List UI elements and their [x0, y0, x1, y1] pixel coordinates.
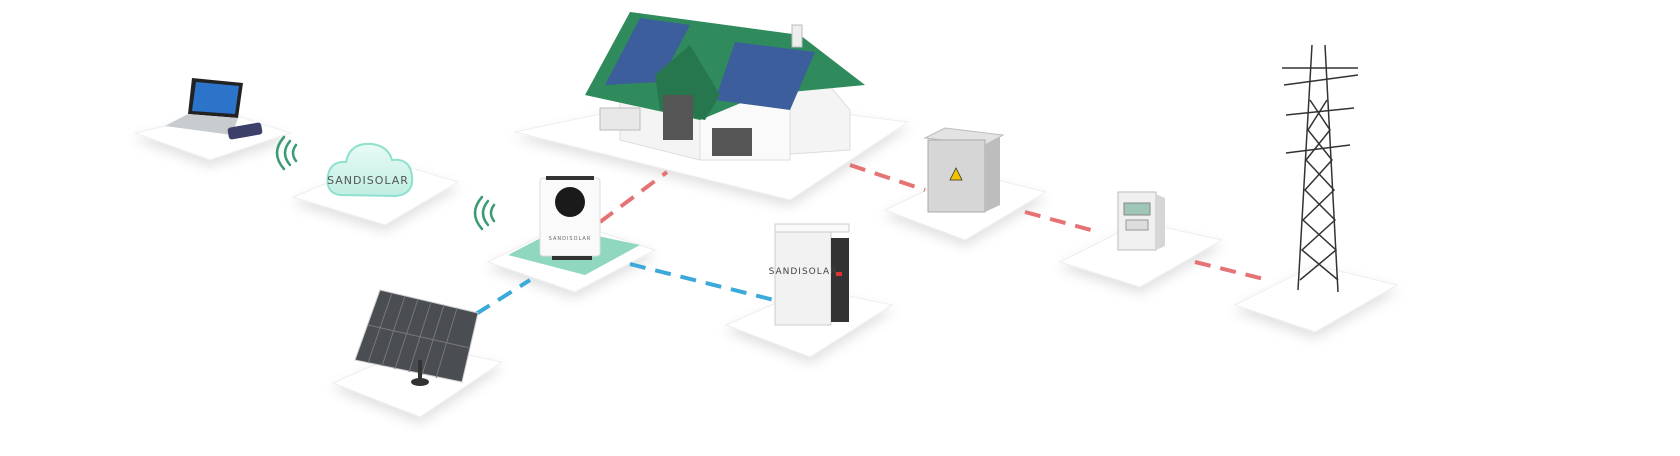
- ac-line-house-box: [849, 163, 926, 192]
- ac-line-inverter-house: [598, 170, 669, 224]
- dc-line-inverter-battery: [629, 262, 775, 302]
- electric-meter-icon: [1117, 191, 1165, 251]
- cloud-brand-label: SANDISOLAR: [327, 174, 409, 187]
- house-solar-roof-icon: [585, 12, 865, 161]
- tile-meter: [1058, 221, 1224, 288]
- cloud-icon: SANDISOLAR: [326, 142, 414, 198]
- tile-tower: [1233, 264, 1399, 333]
- distribution-box-icon: [923, 127, 1005, 213]
- inverter-icon: SANDISOLAR: [508, 176, 640, 275]
- inverter-brand-label: SANDISOLAR: [549, 236, 592, 242]
- wifi-icon: [473, 195, 496, 231]
- battery-brand-label: SANDISOLAR: [769, 267, 838, 277]
- wifi-icon: [275, 135, 298, 171]
- battery-icon: SANDISOLAR: [769, 223, 850, 326]
- dc-line-solar-inverter: [474, 278, 532, 316]
- laptop-phone-icon: [165, 78, 263, 140]
- ac-line-meter-tower: [1194, 260, 1269, 282]
- ac-line-box-meter: [1024, 210, 1099, 234]
- transmission-tower-icon: [1282, 44, 1359, 293]
- solar-panel-icon: [354, 289, 479, 386]
